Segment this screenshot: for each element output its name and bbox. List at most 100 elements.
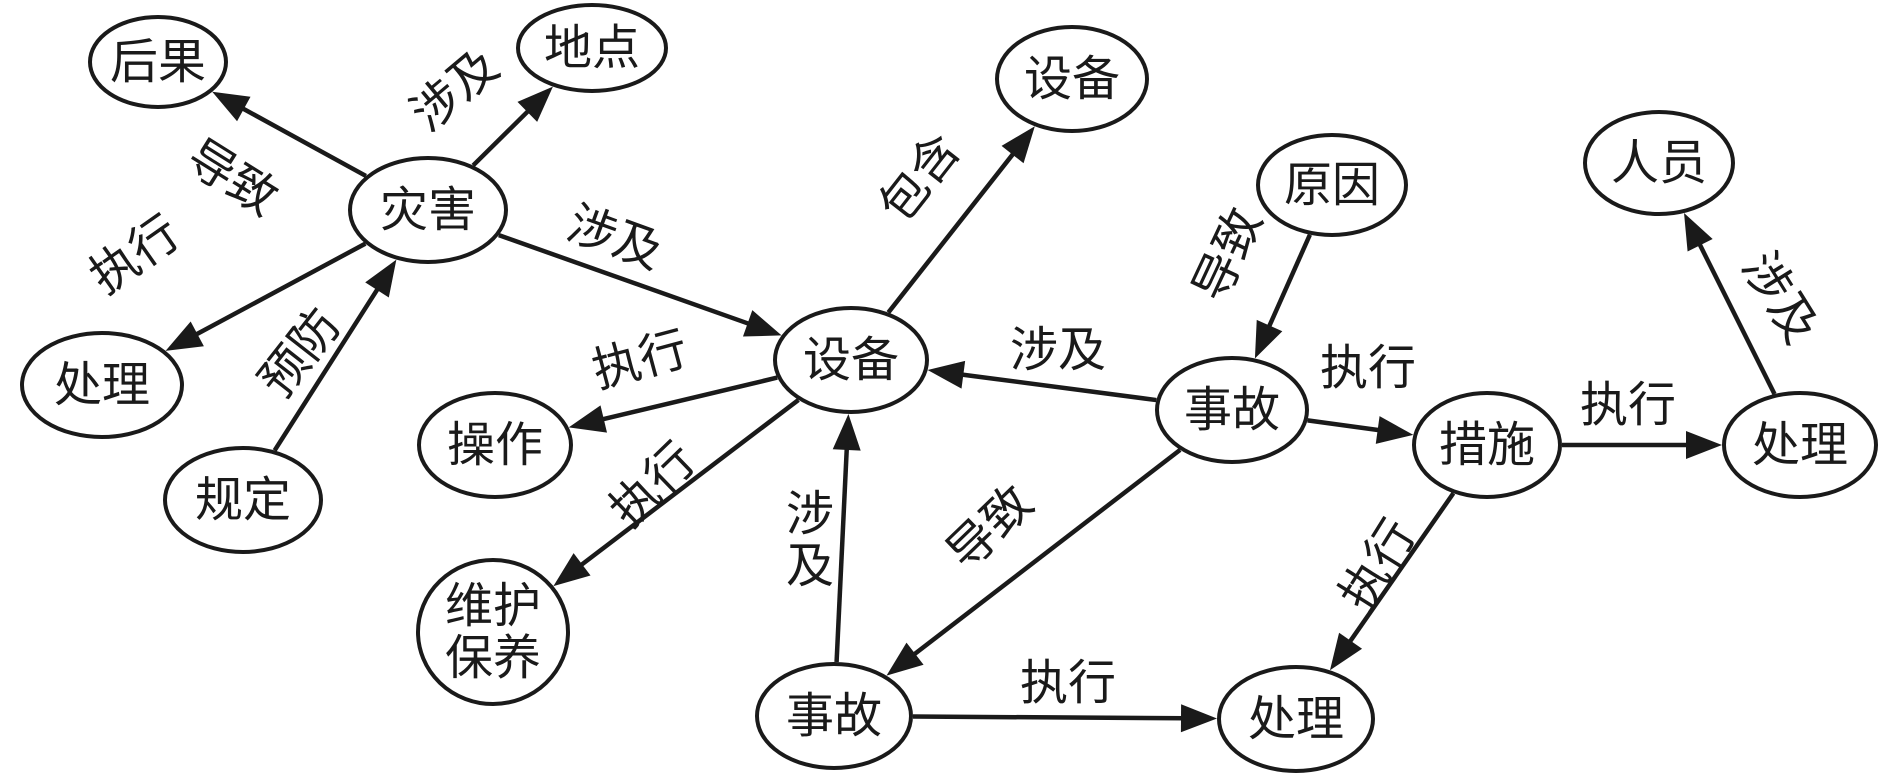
node-guiding: 规定 [163, 446, 323, 554]
edge-label: 执行 [1020, 655, 1116, 711]
edge-zaihai-to-didian [471, 86, 553, 168]
edge-line [1696, 240, 1777, 395]
edge-line [577, 398, 800, 569]
node-shape [1722, 391, 1878, 499]
arrowhead-icon [1254, 319, 1283, 359]
edge-label-group: 涉及 [1010, 322, 1106, 378]
edge-line [1265, 233, 1312, 331]
node-shigu2: 事故 [755, 662, 913, 770]
edge-label-group: 导致 [176, 129, 287, 227]
node-shape [416, 558, 570, 706]
node-label: 操作 [447, 417, 543, 473]
edge-line [886, 150, 1017, 314]
edge-shebei-to-caozuo [568, 375, 778, 433]
arrowhead-icon [553, 553, 591, 587]
edge-cuoshi-to-chuli_bottom [1329, 491, 1456, 671]
edge-line [498, 232, 753, 327]
edge-line [272, 285, 382, 452]
edge-label-group: 执行 [1580, 377, 1676, 433]
node-shape [1412, 391, 1562, 499]
arrowhead-icon [212, 91, 251, 122]
arrowhead-icon [1329, 632, 1363, 671]
arrowhead-icon [1180, 704, 1218, 733]
edge-guiding-to-zaihai [272, 259, 397, 452]
node-shape [417, 391, 573, 499]
arrowhead-icon [568, 405, 608, 433]
node-chuli-bottom: 处理 [1217, 665, 1375, 773]
edge-label: 执行 [1320, 340, 1416, 396]
edge-line [834, 445, 850, 663]
edge-label: 涉及 [1010, 322, 1106, 378]
edge-line [599, 375, 778, 423]
arrowhead-icon [1684, 213, 1713, 252]
edge-zaihai-to-chuli1 [165, 241, 367, 351]
node-label: 设备 [1024, 51, 1120, 107]
node-label: 原因 [1284, 157, 1380, 213]
node-shebei-top: 设备 [995, 25, 1149, 133]
edge-label: 涉及 [400, 38, 510, 143]
node-yuanyin: 原因 [1256, 133, 1408, 237]
node-chuli1: 处理 [20, 331, 184, 439]
node-label: 灾害 [380, 182, 476, 238]
edge-label-group: 导致 [1182, 200, 1273, 311]
node-chuli-right: 处理 [1722, 391, 1878, 499]
edge-label-group: 执行 [599, 432, 707, 539]
node-shape [88, 15, 228, 109]
edge-label-group: 执行 [1329, 509, 1427, 620]
arrowhead-icon [165, 321, 204, 351]
node-shape [1256, 133, 1408, 237]
node-label: 处理 [54, 357, 150, 413]
edge-label-group: 执行 [1020, 655, 1116, 711]
edge-label: 执行 [1580, 377, 1676, 433]
node-label: 事故 [1184, 382, 1280, 438]
edge-label-group: 包含 [868, 123, 971, 233]
node-label: 地点 [544, 20, 640, 76]
edge-label: 包含 [868, 123, 971, 233]
node-shape [755, 662, 913, 770]
node-shape [1583, 110, 1735, 216]
arrowhead-icon [1686, 431, 1722, 459]
arrowhead-icon [742, 310, 782, 337]
node-label: 事故 [786, 688, 882, 744]
arrowhead-icon [886, 642, 924, 676]
node-shape [1155, 356, 1309, 464]
edge-label-group: 涉及 [786, 486, 834, 594]
node-label: 规定 [195, 472, 291, 528]
node-shape [163, 446, 323, 554]
node-caozuo: 操作 [417, 391, 573, 499]
edge-label: 导致 [1182, 200, 1273, 311]
edge-shigu1-to-shigu2 [886, 448, 1182, 676]
edge-zaihai-to-houguo [212, 91, 367, 178]
arrowhead-icon [365, 259, 397, 298]
node-shape [995, 25, 1149, 133]
node-shape [516, 3, 668, 93]
node-shape [773, 306, 929, 414]
edges-layer [165, 86, 1777, 733]
arrowhead-icon [927, 360, 966, 389]
edge-label: 执行 [599, 432, 707, 539]
edge-shigu1-to-cuoshi [1307, 416, 1414, 444]
node-label: 设备 [803, 332, 899, 388]
edge-shebei-to-shebei_top [886, 126, 1035, 314]
edge-label-group: 涉及 [400, 38, 510, 143]
node-label: 处理 [1752, 417, 1848, 473]
edge-label-group: 涉及 [560, 195, 669, 280]
node-label: 措施 [1439, 417, 1535, 473]
edge-label: 涉及 [560, 195, 669, 280]
edge-line [471, 107, 532, 168]
edge-line [239, 105, 367, 178]
edge-yuanyin-to-shigu1 [1254, 233, 1312, 359]
edge-label-group: 执行 [586, 321, 693, 400]
edge-line [910, 448, 1182, 658]
edge-label: 执行 [1329, 509, 1427, 620]
edge-label: 执行 [586, 321, 693, 400]
edge-line [1307, 418, 1382, 433]
edge-line [1346, 491, 1456, 646]
nodes-layer: 后果地点灾害处理规定设备设备操作维护保养原因事故措施人员处理事故处理 [20, 3, 1878, 773]
arrowhead-icon [517, 86, 553, 122]
node-label: 处理 [1248, 691, 1344, 747]
edge-label: 涉 [786, 486, 834, 542]
node-label: 保养 [445, 630, 541, 686]
